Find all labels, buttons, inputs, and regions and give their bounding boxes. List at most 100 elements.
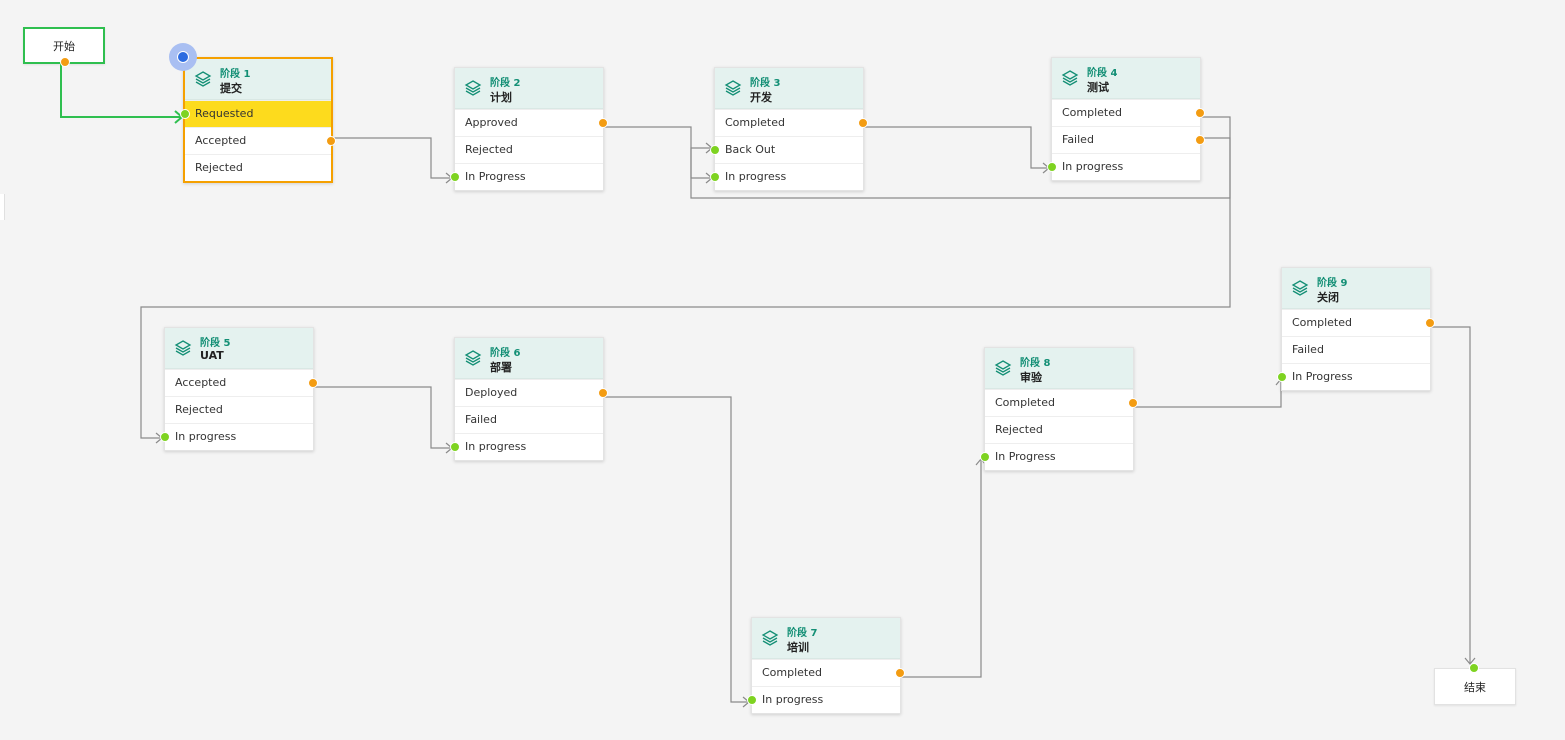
stage-row-completed[interactable]: Completed — [1052, 99, 1205, 126]
stage-row-completed[interactable]: Completed — [715, 109, 868, 136]
stage-name: 培训 — [787, 641, 809, 654]
stage-header[interactable]: 阶段 5 UAT — [165, 328, 313, 369]
row-label: Approved — [465, 116, 518, 129]
output-port[interactable] — [598, 118, 608, 128]
side-panel-tab[interactable] — [0, 194, 5, 220]
stage-header[interactable]: 阶段 4 测试 — [1052, 58, 1200, 99]
input-port[interactable] — [710, 172, 720, 182]
stage-card-5[interactable]: 阶段 5 UAT Accepted Rejected In progress — [160, 327, 318, 451]
input-port[interactable] — [450, 442, 460, 452]
input-port[interactable] — [160, 432, 170, 442]
stage-row-back-out[interactable]: Back Out — [710, 136, 863, 163]
row-label: In progress — [762, 693, 824, 706]
end-label: 结束 — [1464, 680, 1486, 694]
input-port[interactable] — [180, 109, 190, 119]
stage-row-in-progress[interactable]: In Progress — [450, 163, 603, 190]
output-port[interactable] — [1128, 398, 1138, 408]
output-port[interactable] — [1195, 135, 1205, 145]
stage-card-2[interactable]: 阶段 2 计划 Approved Rejected In Progress — [450, 67, 608, 191]
output-port[interactable] — [1425, 318, 1435, 328]
stage-row-failed[interactable]: Failed — [1282, 336, 1430, 363]
stage-row-rejected[interactable]: Rejected — [165, 396, 313, 423]
row-label: Completed — [725, 116, 785, 129]
start-node[interactable]: 开始 — [23, 27, 105, 67]
stage-name: 测试 — [1087, 81, 1109, 94]
stage-row-accepted[interactable]: Accepted — [185, 127, 336, 154]
input-port[interactable] — [1277, 372, 1287, 382]
stage-number: 阶段 2 — [490, 78, 521, 89]
stage-row-in-progress[interactable]: In progress — [450, 433, 603, 460]
stage-header[interactable]: 阶段 7 培训 — [752, 618, 900, 659]
stage-row-rejected[interactable]: Rejected — [185, 154, 331, 181]
stage-row-accepted[interactable]: Accepted — [165, 369, 318, 396]
stage-header[interactable]: 阶段 3 开发 — [715, 68, 863, 109]
layers-icon — [464, 80, 482, 96]
stage-row-in-progress[interactable]: In progress — [1047, 153, 1200, 180]
stage-row-completed[interactable]: Completed — [1282, 309, 1435, 336]
stage-name: 审验 — [1020, 371, 1042, 384]
row-label: In Progress — [995, 450, 1056, 463]
stage-row-failed[interactable]: Failed — [1052, 126, 1205, 153]
stage-header[interactable]: 阶段 8 审验 — [985, 348, 1133, 389]
selection-handle[interactable] — [169, 43, 197, 71]
connector-stage-8-to-stage-9 — [1134, 379, 1282, 408]
stage-row-rejected[interactable]: Rejected — [985, 416, 1133, 443]
stage-header[interactable]: 阶段 9 关闭 — [1282, 268, 1430, 309]
stage-row-in-progress[interactable]: In progress — [747, 686, 900, 713]
output-port[interactable] — [858, 118, 868, 128]
output-port[interactable] — [1195, 108, 1205, 118]
stage-card-8[interactable]: 阶段 8 审验 Completed Rejected In Progress — [980, 347, 1138, 471]
stage-header[interactable]: 阶段 2 计划 — [455, 68, 603, 109]
connector-stage-1-to-stage-2 — [334, 137, 452, 179]
stage-row-rejected[interactable]: Rejected — [455, 136, 603, 163]
end-node[interactable]: 结束 — [1434, 663, 1516, 705]
end-input-port[interactable] — [1469, 663, 1479, 673]
stage-row-approved[interactable]: Approved — [455, 109, 608, 136]
connector-stage-7-to-stage-8 — [901, 459, 982, 678]
layers-icon — [994, 360, 1012, 376]
stage-row-in-progress[interactable]: In progress — [160, 423, 313, 450]
output-port[interactable] — [326, 136, 336, 146]
input-port[interactable] — [450, 172, 460, 182]
layers-icon — [194, 71, 212, 87]
layers-icon — [464, 350, 482, 366]
stage-card-9[interactable]: 阶段 9 关闭 Completed Failed In Progress — [1277, 267, 1435, 391]
stage-row-deployed[interactable]: Deployed — [455, 379, 608, 406]
start-label: 开始 — [53, 39, 75, 53]
row-label: Back Out — [725, 143, 776, 156]
stage-card-1[interactable]: 阶段 1 提交 Requested Accepted Rejected — [180, 57, 336, 183]
layers-icon — [1061, 70, 1079, 86]
stage-row-requested[interactable]: Requested — [180, 100, 331, 127]
input-port[interactable] — [747, 695, 757, 705]
row-label: Rejected — [175, 403, 223, 416]
stage-card-7[interactable]: 阶段 7 培训 Completed In progress — [747, 617, 905, 714]
stage-row-in-progress[interactable]: In progress — [710, 163, 863, 190]
stage-row-completed[interactable]: Completed — [752, 659, 905, 686]
output-port[interactable] — [308, 378, 318, 388]
stage-row-completed[interactable]: Completed — [985, 389, 1138, 416]
stage-card-3[interactable]: 阶段 3 开发 Completed Back Out In progress — [710, 67, 868, 191]
start-output-port[interactable] — [60, 57, 70, 67]
input-port[interactable] — [1047, 162, 1057, 172]
stage-card-4[interactable]: 阶段 4 测试 Completed Failed In progress — [1047, 57, 1205, 181]
row-label: Rejected — [995, 423, 1043, 436]
stage-header[interactable]: 阶段 1 提交 — [185, 59, 331, 100]
stage-card-6[interactable]: 阶段 6 部署 Deployed Failed In progress — [450, 337, 608, 461]
stage-row-in-progress[interactable]: In Progress — [1277, 363, 1430, 390]
row-label: Rejected — [465, 143, 513, 156]
input-port[interactable] — [710, 145, 720, 155]
stage-number: 阶段 8 — [1020, 358, 1051, 369]
stage-header[interactable]: 阶段 6 部署 — [455, 338, 603, 379]
stage-row-failed[interactable]: Failed — [455, 406, 603, 433]
row-label: Completed — [762, 666, 822, 679]
row-label: Failed — [465, 413, 497, 426]
row-label: Rejected — [195, 161, 243, 174]
row-label: Completed — [1062, 106, 1122, 119]
row-label: In progress — [725, 170, 787, 183]
output-port[interactable] — [895, 668, 905, 678]
stage-row-in-progress[interactable]: In Progress — [980, 443, 1133, 470]
input-port[interactable] — [980, 452, 990, 462]
row-label: In Progress — [1292, 370, 1353, 383]
output-port[interactable] — [598, 388, 608, 398]
